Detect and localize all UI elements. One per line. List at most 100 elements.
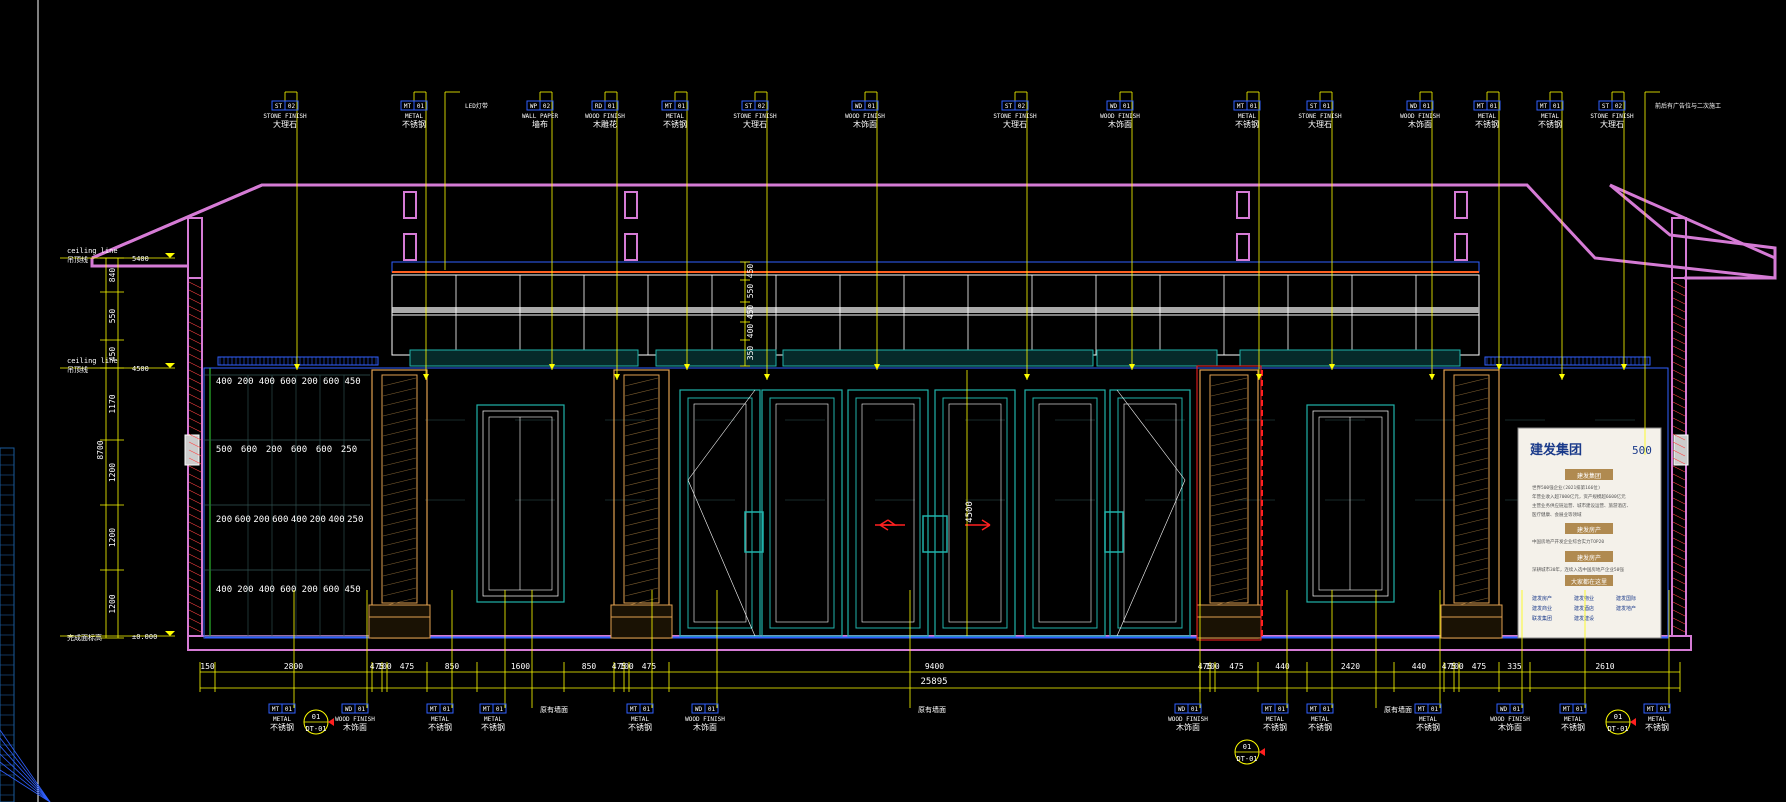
drawing-frame [0,0,39,802]
wall-hatch [1672,601,1686,609]
wall-hatch [1672,305,1686,313]
callout-num-box [1014,100,1029,111]
column-hatch [1454,587,1489,597]
callout-en: STONE FINISH [733,113,777,120]
callout-num: 01 [1660,706,1668,713]
callout-en: STONE FINISH [1298,113,1342,120]
column-hatch [382,487,417,497]
column-hatch [1454,437,1489,447]
column-hatch [624,437,659,447]
wall-dim-text: 500 [216,445,232,455]
callout-code: WD [855,103,863,110]
dim-text: 100 [1205,662,1220,671]
callout-code: ST [745,103,753,110]
column-hatch [1210,517,1248,527]
right-vent [1484,356,1651,366]
roof-left-slope [91,183,263,260]
leader-arrow-icon [1024,374,1030,380]
callout-num-box [281,703,296,714]
column-hatch [382,467,417,477]
leader-arrow-icon [1429,374,1435,380]
wall-dim-text: 200 [302,585,318,595]
column-hatch [382,517,417,527]
dim-text: 475 [1198,662,1213,671]
wall-hatch [188,545,202,553]
column-hatch [624,427,659,437]
wall-hatch [1672,329,1686,337]
wall-hatch [1672,289,1686,297]
callout-en: STONE FINISH [1590,113,1634,120]
callout-code: WD [1410,103,1418,110]
ad-section-tab [1565,523,1613,534]
callout-cn: 不锈钢 [1475,119,1499,129]
dim-text: 1600 [511,662,530,671]
callout-en: WOOD FINISH [845,113,885,120]
section-cut-box [1196,365,1262,641]
column-hatch [1210,557,1248,567]
door-leaf [761,389,843,637]
level-en-text: ceiling line [67,357,118,365]
callout-cn: 木饰面 [1408,119,1432,129]
leader-arrow-icon [1129,364,1135,370]
wall-dim-text: 400 [216,377,232,387]
arrow-right-icon [965,519,991,531]
callout-en: WOOD FINISH [1490,716,1530,723]
ad-brand-text: 建发酒店 [1574,605,1594,612]
column-hatch [382,387,417,397]
column-hatch [382,457,417,467]
column-body [613,369,670,639]
hanger-bracket [624,191,638,219]
column-body [1199,369,1259,639]
leader-lines [284,91,1670,708]
callout-cn: 不锈钢 [1263,722,1287,732]
level-en-text: ceiling line [67,247,118,255]
wall-dim-text: 200 [266,445,282,455]
dim-text: 1200 [108,528,117,547]
ad-section-line: 世界500强企业(2021排第166位) [1532,484,1601,491]
callout-cn: 木饰面 [1108,119,1132,129]
dim-text: 850 [582,662,597,671]
door-swing-line [687,389,756,481]
callout-code: MT [272,706,280,713]
wall-hatch [188,417,202,425]
callout-num: 01 [1250,103,1258,110]
ad-logo-text: 建发集团 [1530,442,1582,458]
wall-hatch [1672,473,1686,481]
column-hatch [1210,427,1248,437]
column-hatch [382,507,417,517]
column-hatch [1454,577,1489,587]
dim-text: 550 [108,309,117,324]
wall-hatch [1672,441,1686,449]
level-cn-text: 完成面标高 [67,633,102,642]
callout-num: 01 [1490,103,1498,110]
wall-dim-text: 450 [344,377,360,387]
dim-text: 475 [1442,662,1457,671]
callout-cn: 木雕花 [593,119,617,129]
callout-code: MT [1418,706,1426,713]
wall-hatch [1672,617,1686,625]
column-hatch [382,567,417,577]
wall-hatch [1672,593,1686,601]
hatch-line [0,769,51,802]
callout-cn: 大理石 [1308,119,1332,129]
callout-en: METAL [1541,113,1559,120]
wall-hatch [1672,497,1686,505]
wall-dim-text: 400 [328,515,344,525]
callout-en: STONE FINISH [993,113,1037,120]
callout-code: WD [345,706,353,713]
column-hatch [1454,567,1489,577]
window-glass [1318,416,1383,591]
dim-text: 2800 [284,662,303,671]
hatch-line [0,737,51,802]
leader-arrow-icon [1559,374,1565,380]
column-hatch [624,577,659,587]
column-hatch [1210,507,1248,517]
building-outline [90,183,1777,651]
ad-section-tab [1565,575,1613,586]
callout-num-box [1187,703,1202,714]
ad-section-title: 建发房产 [1577,526,1601,534]
callout-num: 01 [1423,103,1431,110]
hanger-bracket [1236,191,1250,219]
